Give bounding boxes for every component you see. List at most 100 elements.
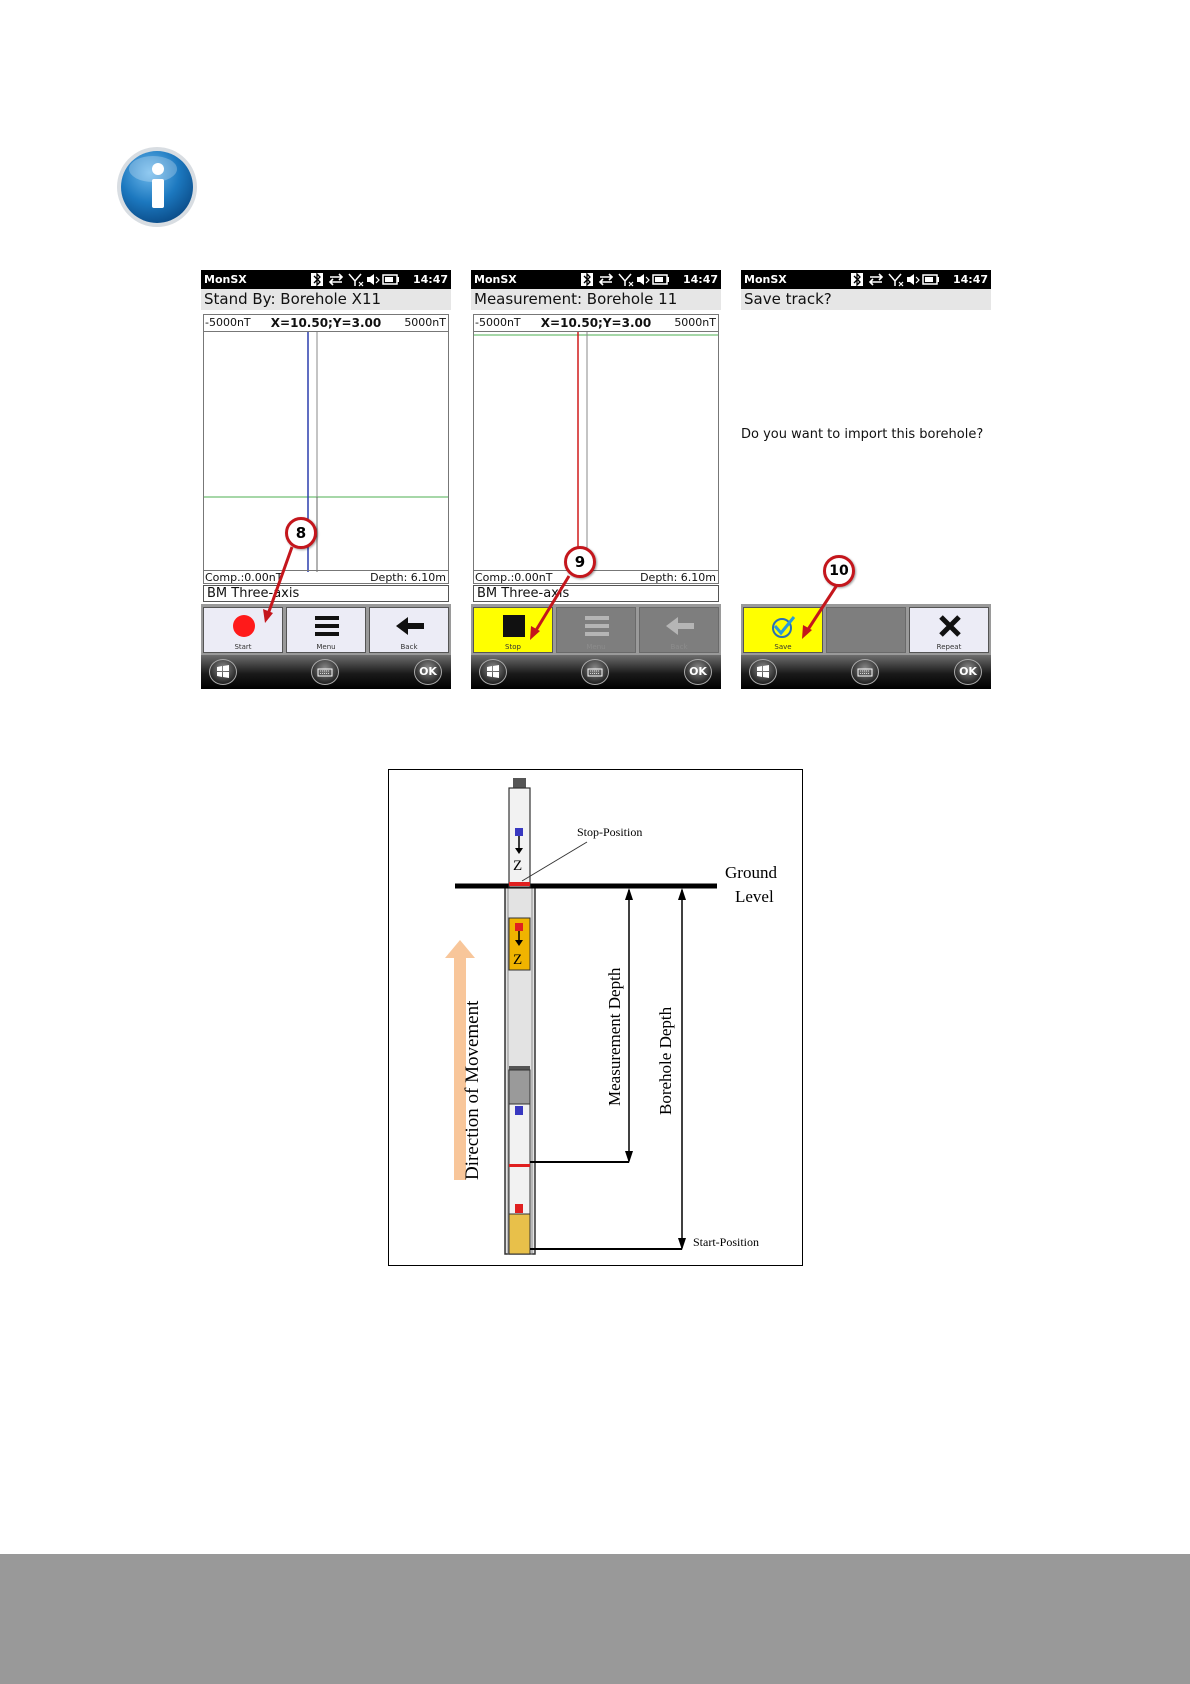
back-button-disabled[interactable]: Back (639, 607, 719, 653)
depth-value: Depth: 6.10m (370, 571, 446, 584)
svg-text:Z: Z (513, 858, 522, 874)
speaker-muted-icon (907, 274, 920, 285)
keyboard-icon[interactable] (851, 659, 879, 685)
keyboard-icon[interactable] (581, 659, 609, 685)
plot-coordinates: X=10.50;Y=3.00 (540, 316, 652, 330)
callout-8-pointer (263, 546, 294, 623)
clock: 14:47 (682, 273, 718, 286)
record-icon (233, 615, 255, 637)
bluetooth-icon (851, 272, 863, 287)
save-question: Do you want to import this borehole? (741, 427, 984, 442)
menu-icon (315, 616, 339, 636)
status-bar: MonSX 14:47 (741, 270, 991, 289)
close-x-icon (939, 615, 961, 637)
ground-label: Ground (725, 863, 777, 882)
info-icon (117, 147, 197, 227)
phone-screen-standby: MonSX 14:47 Stand By: Borehole X11 -5000… (201, 270, 451, 689)
status-icons (581, 272, 669, 287)
ok-button[interactable]: OK (414, 659, 442, 685)
taskbar: OK (201, 655, 451, 689)
menu-button-label: Menu (316, 643, 336, 651)
start-button[interactable]: Start (203, 607, 283, 653)
magnetic-plot: -5000nT X=10.50;Y=3.00 5000nT (473, 314, 719, 584)
menu-button[interactable]: Menu (286, 607, 366, 653)
direction-arrow (445, 940, 475, 1180)
back-arrow-icon (396, 617, 424, 635)
plot-max-label: 5000nT (404, 316, 446, 329)
screen-title: Stand By: Borehole X11 (201, 289, 451, 310)
sync-icon (598, 273, 614, 286)
clock: 14:47 (412, 273, 448, 286)
speaker-muted-icon (367, 274, 380, 285)
plot-min-label: -5000nT (475, 316, 521, 329)
stop-button-label: Stop (505, 643, 521, 651)
plot-canvas (204, 332, 448, 572)
battery-icon (382, 274, 399, 285)
sync-icon (868, 273, 884, 286)
status-bar: MonSX 14:47 (471, 270, 721, 289)
stop-position-label: Stop-Position (577, 825, 642, 839)
start-position-label: Start-Position (693, 1235, 759, 1249)
no-signal-icon (348, 273, 364, 287)
plot-max-label: 5000nT (674, 316, 716, 329)
bluetooth-icon (581, 272, 593, 287)
ok-button[interactable]: OK (954, 659, 982, 685)
softkey-bar: Start Menu Back (201, 604, 451, 655)
softkey-bar: Save Repeat (741, 604, 991, 655)
battery-icon (652, 274, 669, 285)
plot-min-label: -5000nT (205, 316, 251, 329)
checkmark-icon (772, 616, 796, 638)
borehole-depth-label: Borehole Depth (656, 1006, 675, 1115)
probe-start-position (508, 1066, 531, 1255)
ok-button[interactable]: OK (684, 659, 712, 685)
bluetooth-icon (311, 272, 323, 287)
menu-icon (585, 616, 609, 636)
keyboard-icon[interactable] (311, 659, 339, 685)
plot-canvas (474, 332, 718, 572)
footer-band (0, 1554, 1190, 1684)
stop-icon (503, 615, 525, 637)
taskbar: OK (741, 655, 991, 689)
repeat-button-label: Repeat (936, 643, 962, 651)
no-signal-icon (888, 273, 904, 287)
clock: 14:47 (952, 273, 988, 286)
start-button-label: Start (234, 643, 252, 651)
app-name: MonSX (744, 273, 787, 286)
taskbar: OK (471, 655, 721, 689)
borehole-diagram-canvas: Z Z (445, 778, 777, 1255)
svg-text:Z: Z (513, 952, 522, 968)
mode-label: BM Three-axis (473, 585, 719, 602)
menu-button-disabled[interactable]: Menu (556, 607, 636, 653)
windows-start-icon[interactable] (209, 659, 237, 685)
no-signal-icon (618, 273, 634, 287)
windows-start-icon[interactable] (749, 659, 777, 685)
repeat-button[interactable]: Repeat (909, 607, 989, 653)
back-arrow-icon (666, 617, 694, 635)
callout-9: 9 (564, 546, 596, 578)
softkey-bar: Stop Menu Back (471, 604, 721, 655)
probe-mid: Z (508, 917, 531, 971)
app-name: MonSX (474, 273, 517, 286)
phone-screen-measurement: MonSX 14:47 Measurement: Borehole 11 -50… (471, 270, 721, 689)
screen-title: Measurement: Borehole 11 (471, 289, 721, 310)
measurement-depth-label: Measurement Depth (605, 967, 624, 1106)
level-label: Level (735, 887, 774, 906)
plot-coordinates: X=10.50;Y=3.00 (270, 316, 382, 330)
depth-value: Depth: 6.10m (640, 571, 716, 584)
comp-value: Comp.:0.00nT (205, 571, 283, 584)
app-name: MonSX (204, 273, 247, 286)
back-button[interactable]: Back (369, 607, 449, 653)
back-button-label: Back (400, 643, 418, 651)
windows-start-icon[interactable] (479, 659, 507, 685)
back-button-label: Back (670, 643, 688, 651)
empty-softkey (826, 607, 906, 653)
measurement-depth-arrow (530, 888, 633, 1163)
plot-footer: Comp.:0.00nT Depth: 6.10m (203, 570, 449, 584)
stop-position-leader (521, 841, 588, 882)
stop-button[interactable]: Stop (473, 607, 553, 653)
sync-icon (328, 273, 344, 286)
direction-label: Direction of Movement (462, 1000, 483, 1180)
speaker-muted-icon (637, 274, 650, 285)
status-icons (851, 272, 939, 287)
battery-icon (922, 274, 939, 285)
